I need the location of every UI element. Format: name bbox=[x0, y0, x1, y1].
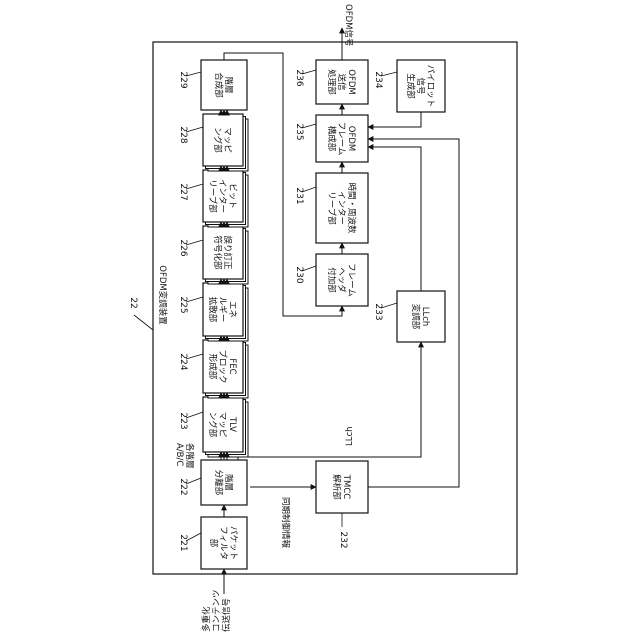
block-234-label-line-2: 信号 bbox=[415, 77, 426, 94]
output-label: OFDM信号 bbox=[343, 4, 354, 46]
block-236-label-line-2: 送信 bbox=[336, 73, 347, 91]
block-234-label-line-1: パイロット bbox=[425, 65, 435, 108]
block-226-label-line-2: 符号化部 bbox=[212, 235, 223, 270]
input-label: 多重化 コンテンツ 伝送信号 bbox=[201, 589, 232, 632]
block-227-ref-number: 227 bbox=[178, 183, 188, 200]
block-224-ref-number: 224 bbox=[178, 353, 188, 370]
block-229-label-line-1: 階層 bbox=[223, 76, 234, 93]
block-221-label-line-3: 部 bbox=[208, 539, 219, 548]
block-235-label-line-2: フレーム bbox=[336, 122, 346, 156]
device-ref-number: 22 bbox=[128, 297, 138, 308]
block-235-label-line-3: 構成部 bbox=[326, 126, 337, 152]
block-232: TMCC解析部 232 bbox=[316, 461, 368, 549]
block-225-label-line-1: エネ bbox=[227, 301, 237, 318]
block-224-label-line-3: 形成部 bbox=[207, 354, 218, 380]
block-232-ref-number: 232 bbox=[338, 531, 348, 548]
input-label-line-2: コンテンツ bbox=[212, 589, 222, 632]
block-224-label-line-1: FEC bbox=[227, 358, 237, 374]
block-235-ref-number: 235 bbox=[294, 123, 304, 140]
block-236: OFDM送信処理部 236 bbox=[294, 60, 368, 104]
block-230-label-line-3: 付加部 bbox=[326, 267, 337, 293]
block-223-label-line-2: マッピ bbox=[217, 412, 227, 438]
block-225-ref-number: 225 bbox=[178, 296, 188, 313]
wire-234-235 bbox=[368, 112, 421, 127]
block-234-label-line-3: 生成部 bbox=[405, 73, 416, 99]
block-235-label-line-1: OFDM bbox=[346, 126, 356, 151]
block-222-label-line-2: 分離部 bbox=[213, 470, 224, 496]
block-227: ビットインターリーブ部 227 bbox=[178, 170, 248, 227]
block-223-label-line-3: ング部 bbox=[207, 412, 218, 438]
block-228-label-line-2: ング部 bbox=[212, 127, 223, 153]
block-231-label-line-1: 時間・周波数 bbox=[346, 182, 357, 234]
block-233-label-line-1: LLch bbox=[420, 307, 430, 327]
block-226-ref-number: 226 bbox=[178, 239, 188, 256]
block-230-label-line-1: フレーム bbox=[346, 263, 356, 297]
block-236-label-line-1: OFDM bbox=[346, 69, 356, 94]
block-226: 誤り訂正符号化部 226 bbox=[178, 226, 248, 284]
block-232-label-line-1: TMCC bbox=[341, 474, 351, 499]
block-229: 階層合成部 229 bbox=[178, 60, 247, 110]
block-232-label-line-2: 解析部 bbox=[331, 474, 342, 500]
block-228-ref-number: 228 bbox=[178, 126, 188, 143]
block-226-label-line-1: 誤り訂正 bbox=[222, 235, 233, 270]
block-229-label-line-2: 合成部 bbox=[213, 72, 224, 98]
block-223-ref-number: 223 bbox=[178, 412, 188, 429]
block-224-label-line-2: ブロック bbox=[217, 349, 228, 383]
sync-info-label: 同期制御情報 bbox=[280, 497, 291, 549]
block-222-ref-number: 222 bbox=[178, 478, 188, 495]
block-233: LLch変調部 233 bbox=[373, 291, 445, 342]
wire-233-235 bbox=[368, 147, 421, 291]
block-223-label-line-1: TLV bbox=[227, 416, 237, 432]
block-231-label-line-3: リーブ部 bbox=[326, 191, 337, 225]
block-221-label-line-1: パケット bbox=[228, 526, 238, 560]
block-225-label-line-3: 拡散部 bbox=[207, 297, 218, 323]
block-224: FECブロック形成部 224 bbox=[178, 340, 248, 398]
block-231-ref-number: 231 bbox=[294, 187, 304, 204]
block-225-label-line-2: ルギー bbox=[217, 297, 227, 323]
block-233-label-line-2: 変調部 bbox=[410, 304, 421, 330]
layer-label: A/B/C 各階層 bbox=[174, 443, 195, 469]
device-name: OFDM変調装置 bbox=[157, 265, 168, 325]
blocks-layer: パケットフィルタ部221階層分離部222TLVマッピング部223FECブロック形… bbox=[178, 60, 445, 569]
block-221: パケットフィルタ部 221 bbox=[178, 517, 247, 569]
block-227-label-line-3: リーブ部 bbox=[207, 179, 218, 213]
layer-label-line-1: A/B/C bbox=[174, 443, 184, 466]
block-231-label-line-2: インター bbox=[336, 191, 346, 225]
block-221-label-line-2: フィルタ bbox=[218, 526, 228, 560]
block-222-label-line-1: 階層 bbox=[223, 474, 234, 491]
input-label-line-3: 伝送信号 bbox=[221, 598, 232, 632]
layer-label-line-2: 各階層 bbox=[184, 443, 195, 469]
block-234-ref-number: 234 bbox=[373, 71, 383, 88]
block-225: エネルギー拡散部 225 bbox=[178, 283, 248, 341]
block-230: フレームヘッダ付加部 230 bbox=[294, 254, 368, 306]
block-227-label-line-2: インター bbox=[217, 179, 227, 213]
block-230-label-line-2: ヘッダ bbox=[336, 267, 347, 293]
block-221-ref-number: 221 bbox=[178, 534, 188, 551]
block-236-label-line-3: 処理部 bbox=[326, 69, 337, 95]
block-229-ref-number: 229 bbox=[178, 71, 188, 88]
block-231: 時間・周波数インターリーブ部 231 bbox=[294, 173, 368, 243]
block-233-ref-number: 233 bbox=[373, 303, 383, 320]
block-236-ref-number: 236 bbox=[294, 69, 304, 86]
block-228: マッピング部 228 bbox=[178, 114, 248, 171]
block-234: パイロット信号生成部 234 bbox=[373, 60, 445, 112]
block-235: OFDMフレーム構成部 235 bbox=[294, 115, 368, 162]
block-228-label-line-1: マッピ bbox=[222, 127, 232, 153]
block-230-ref-number: 230 bbox=[294, 266, 304, 283]
input-label-line-1: 多重化 bbox=[201, 606, 212, 632]
block-227-label-line-1: ビット bbox=[227, 183, 237, 209]
wire-222-233 bbox=[238, 342, 421, 460]
llch-label: LLch bbox=[345, 426, 355, 446]
device-ref-leader bbox=[134, 315, 153, 330]
